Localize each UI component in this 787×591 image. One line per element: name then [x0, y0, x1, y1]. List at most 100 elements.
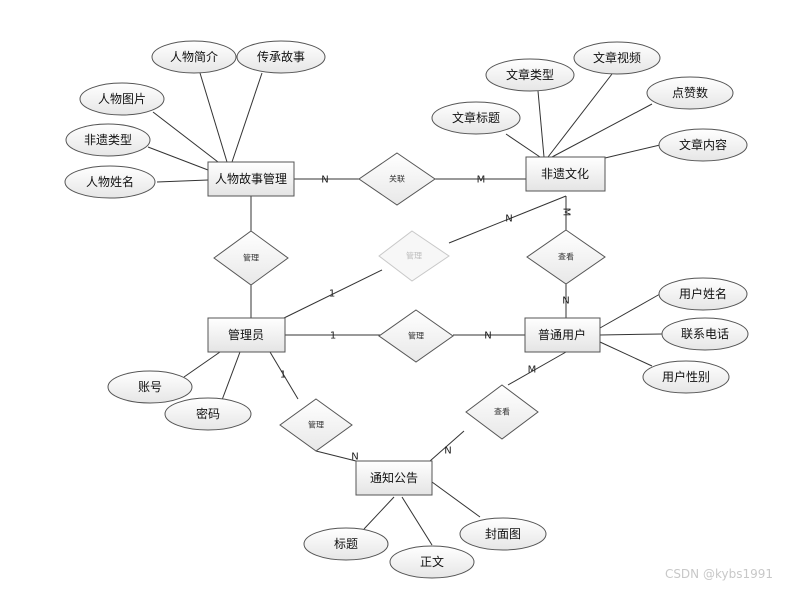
attribute-article-title-label: 文章标题	[452, 110, 500, 125]
relationship-link-label: 关联	[389, 174, 405, 184]
relationship-manage-story[interactable]	[213, 230, 289, 286]
entity-user-label: 普通用户	[538, 327, 586, 342]
attribute-story-image[interactable]	[79, 82, 165, 116]
cardinality-culture-view-user: N	[562, 296, 569, 307]
relationship-manage-notice[interactable]	[279, 398, 353, 452]
connector-user-view-notice	[507, 351, 567, 386]
cardinality-culture-link: M	[477, 175, 486, 186]
connector-story-type	[147, 146, 209, 171]
entities: 人物故事管理 非遗文化 管理员 普通用户 通知公告	[207, 156, 606, 496]
cardinality-user-notice-notice: N	[444, 446, 451, 457]
attribute-story-name[interactable]	[64, 165, 156, 199]
entity-admin[interactable]	[207, 317, 286, 353]
attribute-article-type-label: 文章类型	[506, 67, 554, 82]
relationship-manage-culture-label: 管理	[406, 251, 422, 261]
entity-notice[interactable]	[355, 460, 433, 496]
attribute-story-type-label: 非遗类型	[84, 133, 132, 147]
relationship-view-notice[interactable]	[465, 384, 539, 440]
relationships: 关联 管理 管理 查看 管理 管理 查看	[213, 152, 606, 452]
attributes: 人物简介 传承故事 人物图片 非遗类型 人物姓名 文章类型 文章视频 文章标题 …	[64, 40, 749, 579]
relationship-view-notice-label: 查看	[494, 407, 510, 417]
connector-admin-password	[221, 351, 241, 401]
cardinality-admin-user-admin: 1	[330, 331, 336, 342]
cardinality-culture-admin-admin: 1	[329, 289, 335, 300]
connector-culture-manage-culture	[448, 195, 567, 244]
attribute-story-intro-label: 人物简介	[170, 50, 218, 64]
attribute-notice-title-label: 标题	[334, 537, 358, 551]
cardinality-story-link: N	[321, 175, 328, 186]
entity-user[interactable]	[524, 317, 601, 353]
entity-notice-label: 通知公告	[370, 471, 418, 485]
attribute-user-gender-label: 用户性别	[662, 369, 710, 384]
attribute-article-content[interactable]	[658, 128, 748, 162]
connector-article-likes	[551, 103, 653, 158]
attribute-admin-password-label: 密码	[196, 406, 220, 421]
attribute-notice-title[interactable]	[303, 527, 389, 561]
attribute-user-gender[interactable]	[642, 360, 730, 394]
attribute-admin-account-label: 账号	[138, 380, 162, 394]
cardinality-admin-notice-admin: 1	[280, 370, 286, 381]
relationship-view-culture-label: 查看	[558, 252, 574, 262]
relationship-manage-culture[interactable]	[378, 230, 450, 282]
connector-admin-manage-notice	[269, 351, 299, 400]
attribute-notice-cover-label: 封面图	[485, 527, 521, 541]
attribute-user-name[interactable]	[658, 277, 748, 311]
connector-admin-culture-manage	[283, 269, 383, 319]
watermark: CSDN @kybs1991	[664, 567, 773, 581]
relationship-manage-user-label: 管理	[408, 331, 424, 341]
entity-story[interactable]	[207, 161, 295, 197]
attribute-story-image-label: 人物图片	[98, 92, 146, 106]
attribute-notice-body[interactable]	[389, 545, 475, 579]
attribute-story-legacy-label: 传承故事	[257, 49, 305, 64]
cardinality-admin-notice-notice: N	[351, 452, 358, 463]
attribute-article-likes-label: 点赞数	[672, 85, 708, 100]
attribute-story-name-label: 人物姓名	[86, 174, 134, 189]
connector-user-gender	[599, 341, 653, 367]
attribute-story-type[interactable]	[65, 123, 151, 157]
cardinality-user-notice-user: M	[528, 365, 537, 376]
entity-culture-label: 非遗文化	[541, 166, 589, 181]
connector-article-content	[604, 144, 661, 159]
entity-admin-label: 管理员	[228, 327, 264, 342]
attribute-article-video[interactable]	[573, 41, 661, 75]
attribute-article-type[interactable]	[485, 58, 575, 92]
attribute-user-phone[interactable]	[661, 317, 749, 351]
connector-notice-title	[363, 496, 395, 530]
connector-story-intro	[199, 72, 228, 163]
connector-article-title	[505, 133, 541, 158]
attribute-admin-account[interactable]	[107, 370, 193, 404]
attribute-user-name-label: 用户姓名	[679, 286, 727, 301]
connector-notice-body	[401, 496, 433, 546]
attribute-notice-body-label: 正文	[420, 554, 444, 569]
relationship-manage-story-label: 管理	[243, 253, 259, 263]
attribute-user-phone-label: 联系电话	[681, 327, 729, 341]
connector-story-name	[156, 179, 209, 183]
attribute-notice-cover[interactable]	[459, 517, 547, 551]
connector-story-legacy	[231, 72, 263, 163]
attribute-article-video-label: 文章视频	[593, 50, 641, 65]
relationship-manage-user[interactable]	[378, 309, 454, 363]
relationship-view-culture[interactable]	[526, 229, 606, 285]
relationship-manage-notice-label: 管理	[308, 420, 324, 430]
connector-notice-cover	[431, 481, 481, 518]
attribute-admin-password[interactable]	[164, 397, 252, 431]
attribute-article-content-label: 文章内容	[679, 137, 727, 152]
attribute-article-likes[interactable]	[646, 76, 734, 110]
cardinalities: N M N 1 M N 1 N 1 N M N	[280, 175, 572, 463]
relationship-link[interactable]	[358, 152, 436, 206]
entity-story-label: 人物故事管理	[215, 171, 287, 186]
connectors	[147, 72, 663, 546]
connector-article-type	[537, 90, 545, 158]
entity-culture[interactable]	[525, 156, 606, 192]
connector-user-name	[599, 293, 661, 329]
cardinality-culture-admin-culture: N	[505, 214, 512, 225]
connector-article-video	[547, 73, 613, 158]
attribute-story-legacy[interactable]	[236, 40, 326, 74]
connector-manage-notice	[315, 450, 357, 462]
connector-story-image	[152, 111, 219, 163]
cardinality-culture-view-culture: M	[561, 208, 572, 217]
attribute-story-intro[interactable]	[151, 40, 237, 74]
attribute-article-title[interactable]	[431, 101, 521, 135]
connector-view-notice	[429, 430, 465, 462]
